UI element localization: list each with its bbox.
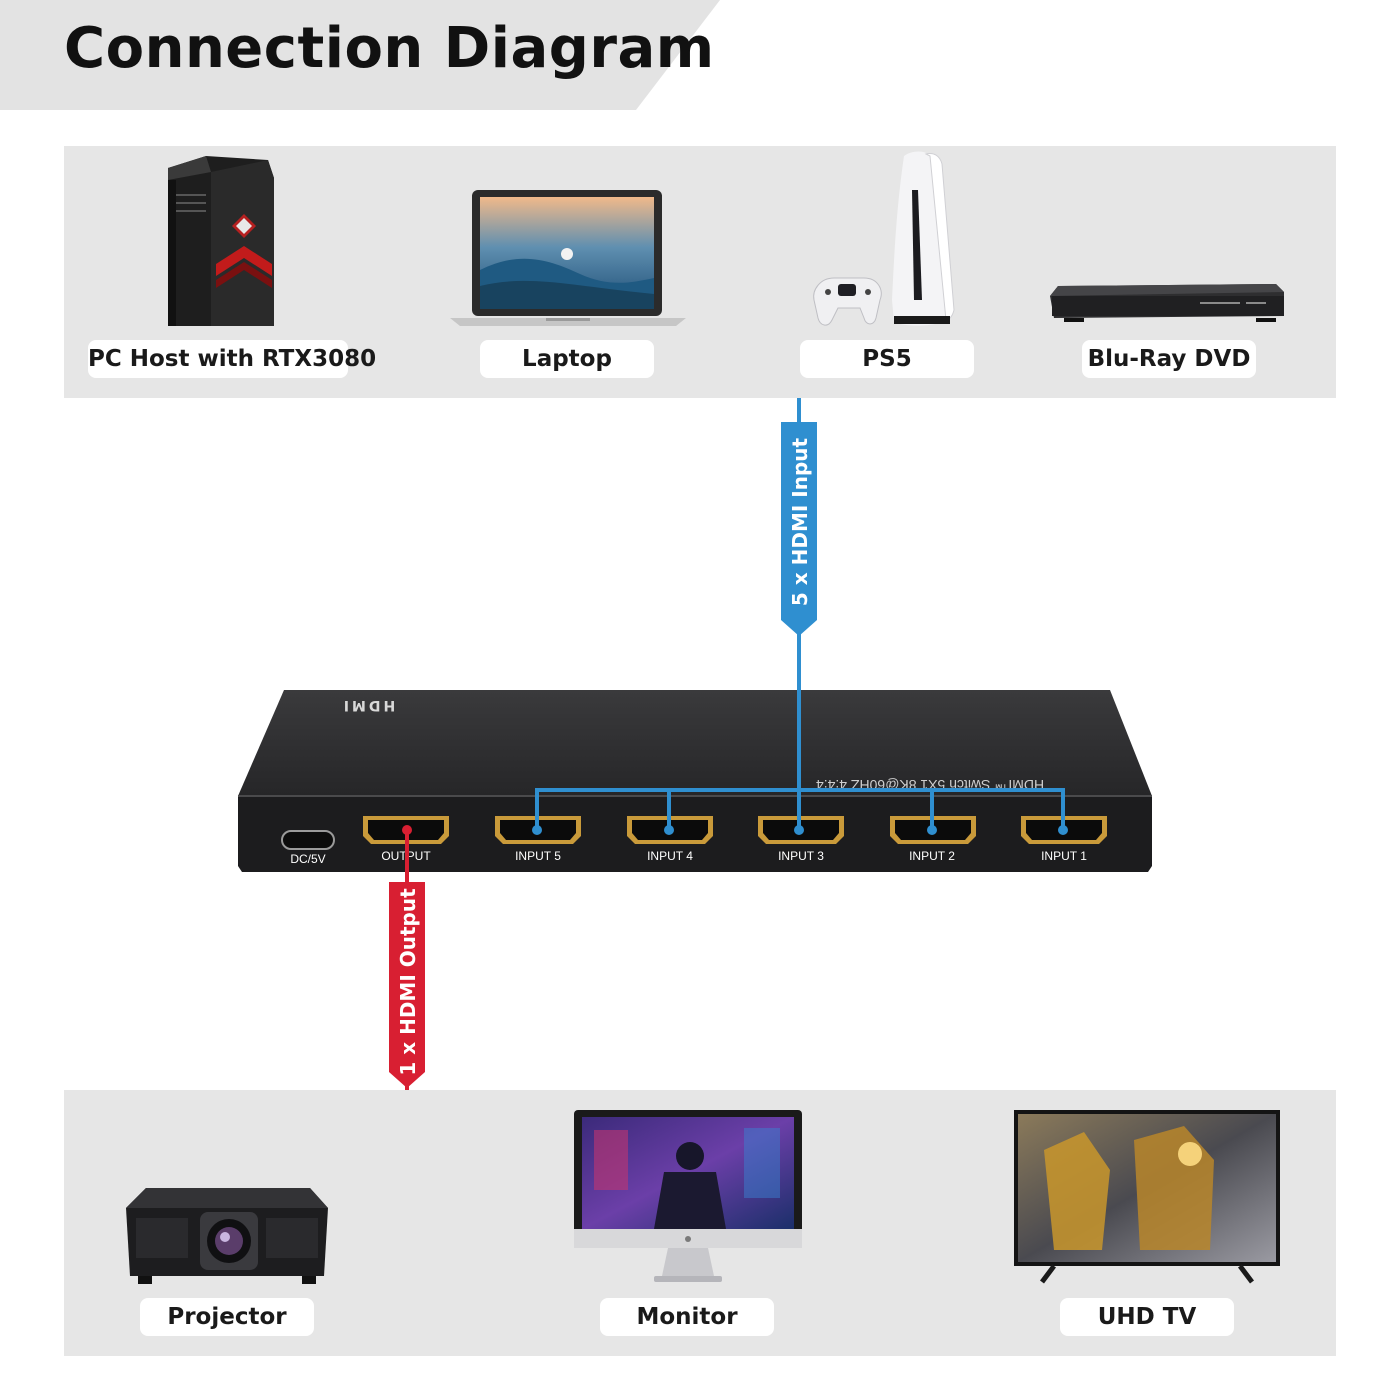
display-label-tv: UHD TV	[1060, 1298, 1234, 1336]
source-device-laptop	[450, 190, 686, 326]
source-label-ps5: PS5	[800, 340, 974, 378]
source-devices-panel: PC Host with RTX3080 Laptop	[64, 146, 1336, 398]
source-label-laptop: Laptop	[480, 340, 654, 378]
display-label-monitor: Monitor	[600, 1298, 774, 1336]
display-device-projector	[124, 1184, 330, 1286]
input-flag: 5 x HDMI Input	[781, 422, 817, 636]
display-device-monitor	[574, 1110, 802, 1286]
laptop-icon	[450, 190, 686, 326]
source-label-pc: PC Host with RTX3080	[88, 340, 376, 378]
display-devices-panel: Projector Monitor	[64, 1090, 1336, 1356]
svg-text:1 x HDMI Output: 1 x HDMI Output	[396, 888, 420, 1076]
hdmi-logo: HDMI	[341, 697, 395, 713]
source-device-ps5	[808, 150, 978, 330]
projector-icon	[126, 1188, 328, 1284]
display-label-projector: Projector	[140, 1298, 314, 1336]
input-connection-dots	[532, 825, 1068, 835]
svg-text:INPUT 1: INPUT 1	[1041, 849, 1087, 863]
svg-text:INPUT 2: INPUT 2	[909, 849, 955, 863]
source-device-pc	[156, 154, 281, 334]
svg-text:INPUT 5: INPUT 5	[515, 849, 561, 863]
display-device-tv	[1014, 1110, 1280, 1286]
hdmi-switch: HDMI HDMI™ Switch 5X1 8K@60HZ 4:4:4 DC/5…	[238, 690, 1152, 872]
title-banner	[0, 0, 720, 110]
page-title: Connection Diagram	[64, 16, 715, 81]
svg-text:HDMI: HDMI	[341, 697, 395, 713]
game-console-icon	[813, 151, 955, 326]
svg-text:5 x HDMI Input: 5 x HDMI Input	[788, 437, 812, 606]
source-label-dvd: Blu-Ray DVD	[1082, 340, 1256, 378]
dvd-player-icon	[1050, 284, 1284, 322]
output-flag: 1 x HDMI Output	[389, 882, 425, 1088]
tv-icon	[1014, 1110, 1280, 1284]
svg-text:DC/5V: DC/5V	[290, 852, 325, 866]
monitor-icon	[574, 1110, 802, 1282]
svg-text:INPUT 4: INPUT 4	[647, 849, 693, 863]
source-device-dvd	[1050, 282, 1286, 326]
pc-tower-icon	[168, 156, 274, 326]
hdmi-port-input-2: INPUT 2	[890, 816, 976, 863]
power-port: DC/5V	[281, 830, 335, 866]
svg-text:INPUT 3: INPUT 3	[778, 849, 824, 863]
